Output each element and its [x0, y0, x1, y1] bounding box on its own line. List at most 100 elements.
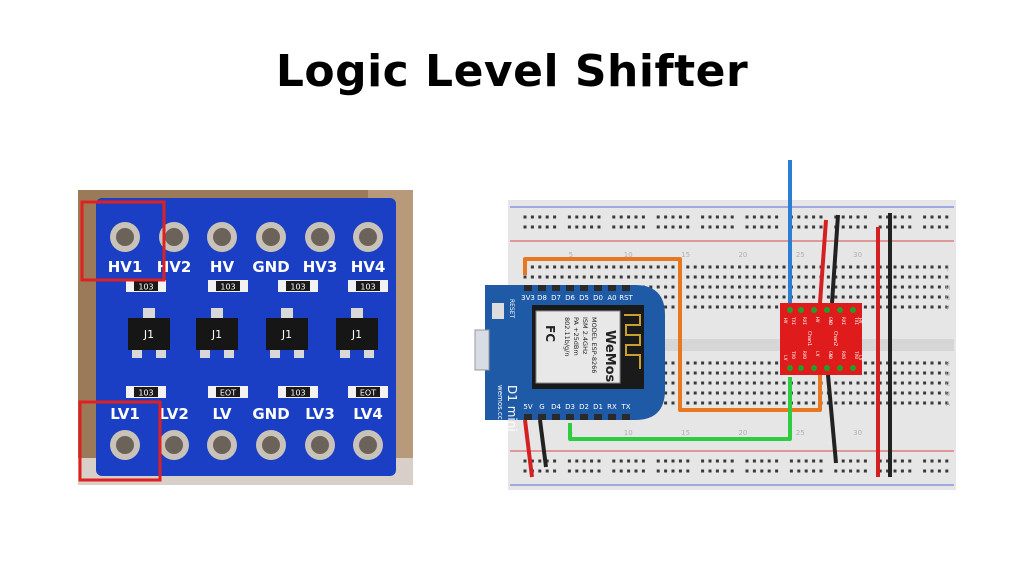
- breadboard-hole: [937, 381, 941, 385]
- resistor-body: [216, 281, 240, 291]
- breadboard-hole: [915, 391, 919, 395]
- breadboard-hole: [723, 391, 727, 395]
- bottom-pad-row: [110, 430, 383, 460]
- breadboard-hole: [775, 295, 779, 299]
- rail-hole: [715, 225, 719, 229]
- breadboard-hole: [664, 285, 668, 289]
- breadboard-hole: [797, 265, 801, 269]
- breadboard-hole: [930, 275, 934, 279]
- rail-hole: [767, 469, 771, 473]
- rail-hole: [567, 469, 571, 473]
- breadboard-hole: [715, 285, 719, 289]
- breadboard-hole: [582, 265, 586, 269]
- rail-hole: [575, 459, 579, 463]
- d1-top-pin-label: 3V3: [521, 294, 535, 302]
- breadboard-hole: [849, 381, 853, 385]
- breadboard-hole: [708, 305, 712, 309]
- rail-hole: [723, 225, 727, 229]
- rail-hole: [878, 225, 882, 229]
- breadboard-hole: [693, 361, 697, 365]
- breadboard-hole: [701, 371, 705, 375]
- breadboard-hole: [915, 275, 919, 279]
- breadboard-hole: [804, 275, 808, 279]
- shifter-side-label-hv-right: HV: [857, 318, 863, 324]
- breadboard-hole: [900, 265, 904, 269]
- breadboard-hole: [575, 275, 579, 279]
- resistor-body: [356, 387, 380, 397]
- rail-hole: [664, 469, 668, 473]
- breadboard-hole: [834, 401, 838, 405]
- rail-hole: [582, 225, 586, 229]
- esp-module-text-line: MODEL ESP-8266: [590, 317, 598, 373]
- breadboard-hole: [849, 391, 853, 395]
- column-number: 30: [853, 251, 862, 259]
- breadboard-hole: [804, 401, 808, 405]
- breadboard-hole: [730, 401, 734, 405]
- rail-hole: [789, 469, 793, 473]
- breadboard-hole: [760, 381, 764, 385]
- breadboard-hole: [930, 381, 934, 385]
- bottom-pad-hole: [213, 436, 231, 454]
- bottom-pin-label: LV: [212, 405, 231, 423]
- row-letter: E: [946, 361, 950, 368]
- rail-hole: [804, 215, 808, 219]
- rail-hole: [538, 469, 542, 473]
- breadboard-hole: [686, 275, 690, 279]
- breadboard-hole: [841, 391, 845, 395]
- esp-module-text-line: ISM 2.4GHz: [581, 317, 589, 355]
- breadboard-hole: [908, 305, 912, 309]
- rail-hole: [886, 225, 890, 229]
- rail-hole: [900, 459, 904, 463]
- breadboard-hole: [671, 381, 675, 385]
- breadboard-hole: [878, 295, 882, 299]
- breadboard-hole: [804, 265, 808, 269]
- rail-hole: [760, 215, 764, 219]
- breadboard-hole: [937, 265, 941, 269]
- breadboard-hole: [538, 275, 542, 279]
- rail-hole: [582, 459, 586, 463]
- shifter-bottom-pin-label: TXO: [790, 351, 796, 359]
- rail-hole: [590, 215, 594, 219]
- row-letter: J: [946, 265, 949, 272]
- breadboard-hole: [730, 381, 734, 385]
- breadboard-hole: [923, 275, 927, 279]
- breadboard-hole: [597, 275, 601, 279]
- rail-hole: [856, 215, 860, 219]
- rail-hole: [686, 225, 690, 229]
- rail-hole: [553, 459, 557, 463]
- breadboard-hole: [619, 275, 623, 279]
- d1-bottom-header-pin: [608, 414, 616, 420]
- rail-hole: [619, 215, 623, 219]
- breadboard-hole: [937, 275, 941, 279]
- breadboard-hole: [915, 371, 919, 375]
- rail-hole: [545, 215, 549, 219]
- breadboard-hole: [671, 275, 675, 279]
- resistor-label: 103: [290, 389, 305, 398]
- breadboard-hole: [730, 305, 734, 309]
- rail-hole: [701, 225, 705, 229]
- breadboard-hole: [863, 371, 867, 375]
- rail-hole: [937, 459, 941, 463]
- breadboard-hole: [782, 381, 786, 385]
- breadboard-hole: [812, 265, 816, 269]
- breadboard-hole: [693, 381, 697, 385]
- breadboard-hole: [715, 305, 719, 309]
- rail-hole: [797, 215, 801, 219]
- breadboard-hole: [900, 391, 904, 395]
- breadboard-hole: [886, 265, 890, 269]
- breadboard-hole: [701, 285, 705, 289]
- rail-hole: [760, 469, 764, 473]
- breadboard-hole: [871, 295, 875, 299]
- rail-hole: [834, 469, 838, 473]
- breadboard-hole: [945, 305, 949, 309]
- top-pad-hole: [213, 228, 231, 246]
- breadboard-hole: [545, 275, 549, 279]
- shifter-top-pin: [798, 307, 804, 313]
- rail-hole: [841, 459, 845, 463]
- rail-hole: [656, 225, 660, 229]
- breadboard-hole: [545, 265, 549, 269]
- breadboard-hole: [686, 305, 690, 309]
- breadboard-hole: [937, 391, 941, 395]
